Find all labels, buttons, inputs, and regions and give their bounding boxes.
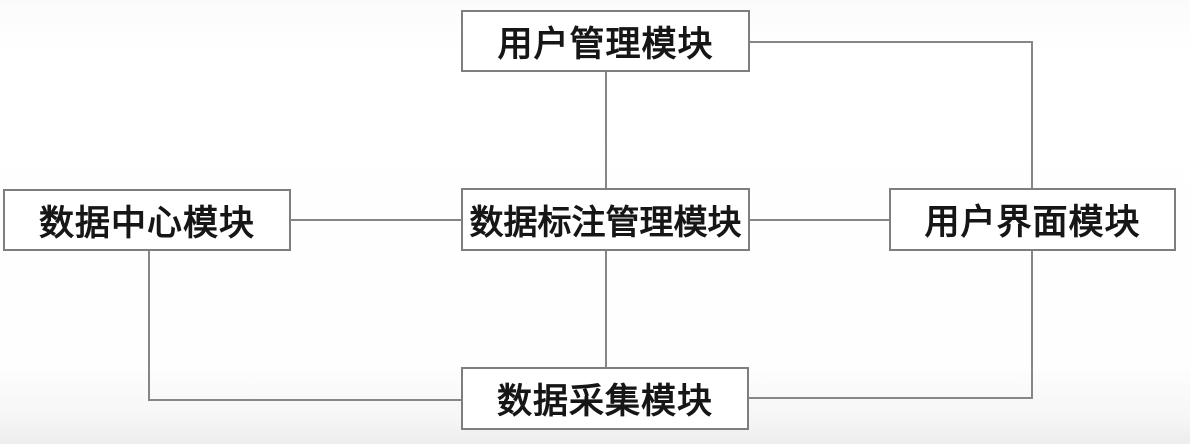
edge-annotation-to-user-interface-horizontal [750, 219, 889, 221]
edge-data-center-to-data-collection-vertical [148, 251, 150, 401]
edge-user-interface-to-data-collection-horizontal [749, 397, 1033, 399]
node-label: 数据中心模块 [38, 203, 255, 243]
edge-data-center-to-annotation-horizontal [291, 219, 461, 221]
edge-user-management-to-user-interface-horizontal [750, 41, 1033, 43]
edge-user-interface-to-data-collection-vertical [1031, 251, 1033, 399]
node-data-collection-module: 数据采集模块 [461, 367, 749, 430]
node-data-annotation-management-module: 数据标注管理模块 [461, 188, 750, 251]
edge-user-management-to-user-interface-vertical [1031, 41, 1033, 188]
node-data-center-module: 数据中心模块 [3, 189, 291, 251]
node-label: 数据采集模块 [496, 382, 713, 421]
edge-data-center-to-data-collection-horizontal [148, 399, 461, 401]
node-label: 用户界面模块 [924, 203, 1141, 242]
node-user-management-module: 用户管理模块 [461, 10, 750, 72]
node-label: 数据标注管理模块 [469, 205, 742, 242]
edge-user-management-to-annotation-vertical [605, 72, 607, 188]
node-label: 用户管理模块 [497, 24, 714, 64]
edge-annotation-to-data-collection-vertical [605, 251, 607, 367]
node-user-interface-module: 用户界面模块 [889, 188, 1176, 251]
